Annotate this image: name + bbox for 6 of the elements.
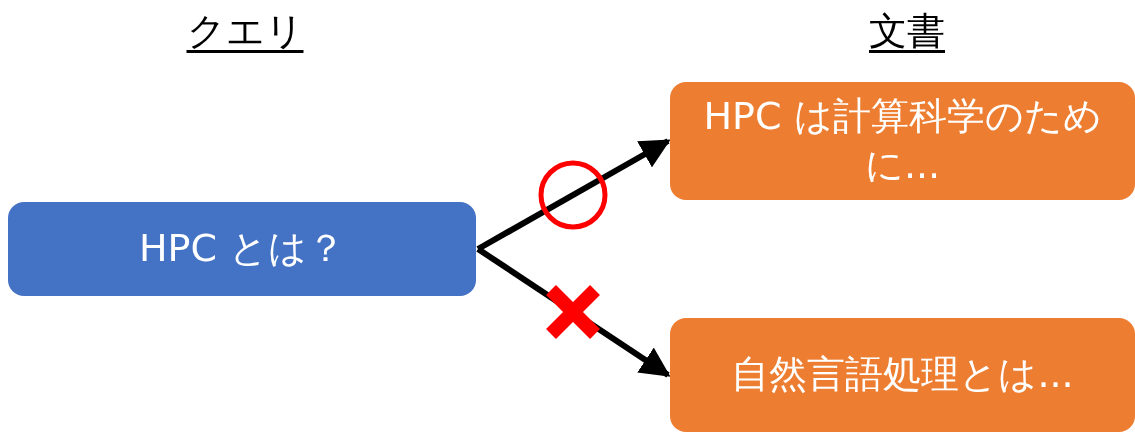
column-heading: 文書 [869,8,945,55]
document-box: 自然言語処理とは... [670,318,1135,432]
arrow [476,138,671,252]
document-box: HPC は計算科学のために... [670,82,1135,200]
column-heading: クエリ [186,8,304,55]
query-box: HPC とは？ [8,202,476,296]
